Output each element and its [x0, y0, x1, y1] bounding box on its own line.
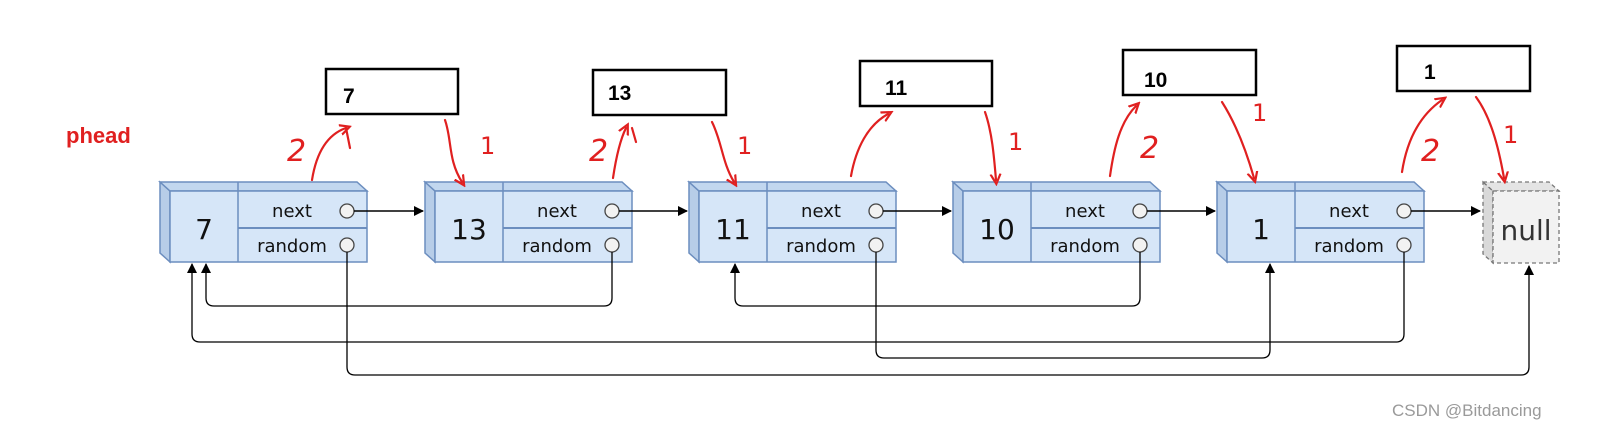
random-pointer-port — [1132, 237, 1148, 253]
red-arrow-step-1 — [1220, 100, 1254, 178]
copy-box-value: 10 — [1144, 69, 1167, 92]
copy-box — [858, 59, 994, 108]
red-arrow-step-2 — [849, 114, 888, 178]
random-arrow-11-to-1 — [875, 252, 1275, 359]
random-field-label: random — [1050, 236, 1120, 257]
watermark: CSDN @Bitdancing — [1392, 401, 1542, 420]
random-arrows — [187, 252, 1534, 376]
red-arrow-step-1 — [983, 110, 996, 180]
node-value: 1 — [1252, 213, 1270, 246]
next-field-label: next — [801, 201, 841, 222]
red-step-numbers: 2 1 2 1 1 2 1 2 1 — [287, 99, 1518, 169]
node-1: 1 next random — [1215, 180, 1426, 264]
random-field-label: random — [786, 236, 856, 257]
svg-text:2: 2 — [589, 134, 608, 169]
svg-text:2: 2 — [1421, 134, 1440, 169]
next-pointer-port — [604, 203, 620, 219]
svg-text:1: 1 — [1008, 128, 1023, 156]
node-13: 13 next random — [423, 180, 634, 264]
copy-box-value: 13 — [608, 82, 631, 105]
copy-box — [1121, 48, 1258, 97]
next-field-label: next — [537, 201, 577, 222]
random-arrow-10-to-11 — [730, 252, 1141, 307]
red-arrow-step-2 — [1108, 106, 1136, 178]
copy-box — [1395, 44, 1532, 93]
random-pointer-port — [868, 237, 884, 253]
next-field-label: next — [1329, 201, 1369, 222]
random-field-label: random — [1314, 236, 1384, 257]
next-pointer-port — [339, 203, 355, 219]
svg-text:1: 1 — [1503, 121, 1518, 149]
red-annotations — [310, 95, 1504, 182]
node-7: 7 next random — [158, 180, 369, 264]
next-pointer-port — [868, 203, 884, 219]
random-field-label: random — [257, 236, 327, 257]
null-node: null — [1481, 180, 1561, 265]
red-arrow-step-2 — [310, 128, 346, 182]
node-value: 10 — [979, 213, 1015, 246]
random-arrow-1-to-7 — [187, 252, 1405, 343]
red-arrow-step-2 — [611, 128, 626, 180]
random-arrow-7-to-null — [346, 252, 1534, 376]
random-arrow-13-to-7 — [201, 252, 613, 307]
random-pointer-port — [1396, 237, 1412, 253]
red-arrow-step-1 — [443, 118, 462, 182]
next-pointer-port — [1396, 203, 1412, 219]
random-field-label: random — [522, 236, 592, 257]
node-value: 13 — [451, 213, 487, 246]
random-pointer-port — [604, 237, 620, 253]
svg-text:2: 2 — [1140, 131, 1159, 166]
copy-box — [591, 68, 728, 117]
red-arrow-step-1 — [1474, 95, 1504, 178]
phead-label: phead — [66, 123, 131, 148]
copy-node-boxes: 7 13 11 10 1 — [324, 44, 1532, 117]
copy-box-value: 1 — [1424, 61, 1436, 84]
red-arrow-step-1 — [710, 120, 734, 182]
copy-box-value: 11 — [885, 77, 908, 100]
copy-box — [324, 67, 460, 116]
copy-box-value: 7 — [343, 85, 355, 108]
node-10: 10 next random — [951, 180, 1162, 264]
next-field-label: next — [1065, 201, 1105, 222]
svg-text:1: 1 — [1252, 99, 1267, 127]
node-value: 11 — [715, 213, 751, 246]
node-value: 7 — [195, 213, 213, 246]
red-arrow-step-2 — [1400, 100, 1442, 174]
svg-text:1: 1 — [737, 132, 752, 160]
svg-text:1: 1 — [480, 132, 495, 160]
random-pointer-port — [339, 237, 355, 253]
null-label: null — [1500, 214, 1551, 247]
svg-text:2: 2 — [287, 134, 306, 169]
node-11: 11 next random — [687, 180, 898, 264]
next-field-label: next — [272, 201, 312, 222]
next-pointer-port — [1132, 203, 1148, 219]
